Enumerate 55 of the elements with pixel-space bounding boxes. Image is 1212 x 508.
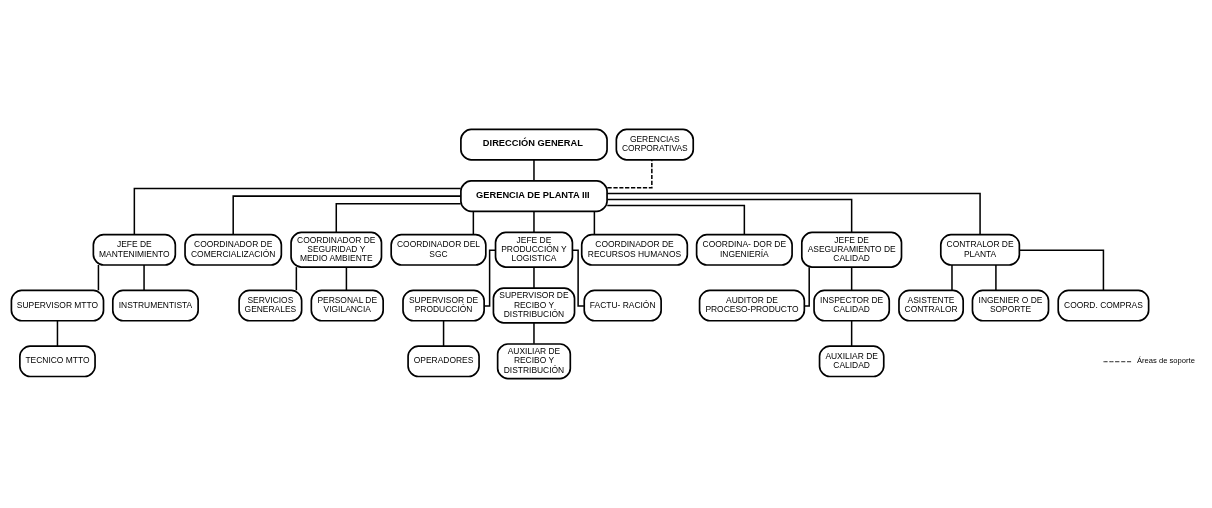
connector <box>533 210 535 234</box>
connector <box>606 198 853 233</box>
node-box: SUPERVISOR DE PRODUCCIÓN <box>402 289 485 322</box>
node-box: OPERADORES <box>407 345 480 378</box>
node-box: COORDINADOR DE COMERCIALIZACIÓN <box>184 233 283 266</box>
connector <box>133 187 462 236</box>
node-box: CONTRALOR DE PLANTA <box>939 233 1021 266</box>
connector <box>472 210 475 236</box>
node-box: INSTRUMENTISTA <box>111 289 199 322</box>
node-box: SUPERVISOR DE RECIBO Y DISTRIBUCIÓN <box>492 287 576 324</box>
node-box: DIRECCIÓN GENERAL <box>460 128 608 161</box>
connector <box>143 264 145 292</box>
node-box: GERENCIAS CORPORATIVAS <box>615 128 695 161</box>
connector <box>606 204 746 236</box>
node-box: AUXILIAR DE RECIBO Y DISTRIBUCIÓN <box>496 343 572 380</box>
connector <box>232 195 462 236</box>
node-box: AUDITOR DE PROCESO-PRODUCTO <box>698 289 806 322</box>
node-box: GERENCIA DE PLANTA III <box>460 180 608 213</box>
connector <box>335 202 462 234</box>
node-box: PERSONAL DE VIGILANCIA <box>310 289 384 322</box>
connector <box>295 266 298 292</box>
connector <box>606 192 981 236</box>
legend-label: Áreas de soporte <box>1137 356 1195 366</box>
node-box: COORDINADOR DEL SGC <box>390 233 487 266</box>
node-box: AUXILIAR DE CALIDAD <box>818 345 885 378</box>
connector <box>533 322 535 345</box>
node-box: COORDINA- DOR DE INGENIERÍA <box>695 233 793 266</box>
node-box: JEFE DE ASEGURAMIENTO DE CALIDAD <box>800 231 903 268</box>
connector <box>533 266 535 289</box>
node-box: ASISTENTE CONTRALOR <box>898 289 964 322</box>
node-box: JEFE DE PRODUCCIÓN Y LOGISTICA <box>494 231 574 268</box>
connector <box>533 159 535 182</box>
connector <box>571 249 585 307</box>
connector <box>97 264 100 292</box>
node-box: COORDINADOR DE SEGURIDAD Y MEDIO AMBIENTE <box>290 231 383 268</box>
node-box: SERVICIOS GENERALES <box>238 289 303 322</box>
node-box: INSPECTOR DE CALIDAD <box>813 289 891 322</box>
node-box: COORDINADOR DE RECURSOS HUMANOS <box>580 233 689 266</box>
node-box: JEFE DE MANTENIMIENTO <box>92 233 177 266</box>
connector <box>1018 249 1105 291</box>
connector <box>850 266 853 292</box>
connector <box>442 320 445 347</box>
connector <box>995 264 997 292</box>
node-box: SUPERVISOR MTTO <box>10 289 105 322</box>
node-box: TECNICO MTTO <box>19 345 96 378</box>
connector <box>606 159 653 189</box>
connector <box>951 264 953 292</box>
node-box: INGENIER O DE SOPORTE <box>971 289 1050 322</box>
node-box: FACTU- RACIÓN <box>583 289 662 322</box>
connector <box>56 320 59 347</box>
connector <box>345 266 348 292</box>
connector <box>483 249 497 307</box>
connector <box>593 210 596 236</box>
node-box: COORD. COMPRAS <box>1057 289 1150 322</box>
connector <box>850 320 853 347</box>
